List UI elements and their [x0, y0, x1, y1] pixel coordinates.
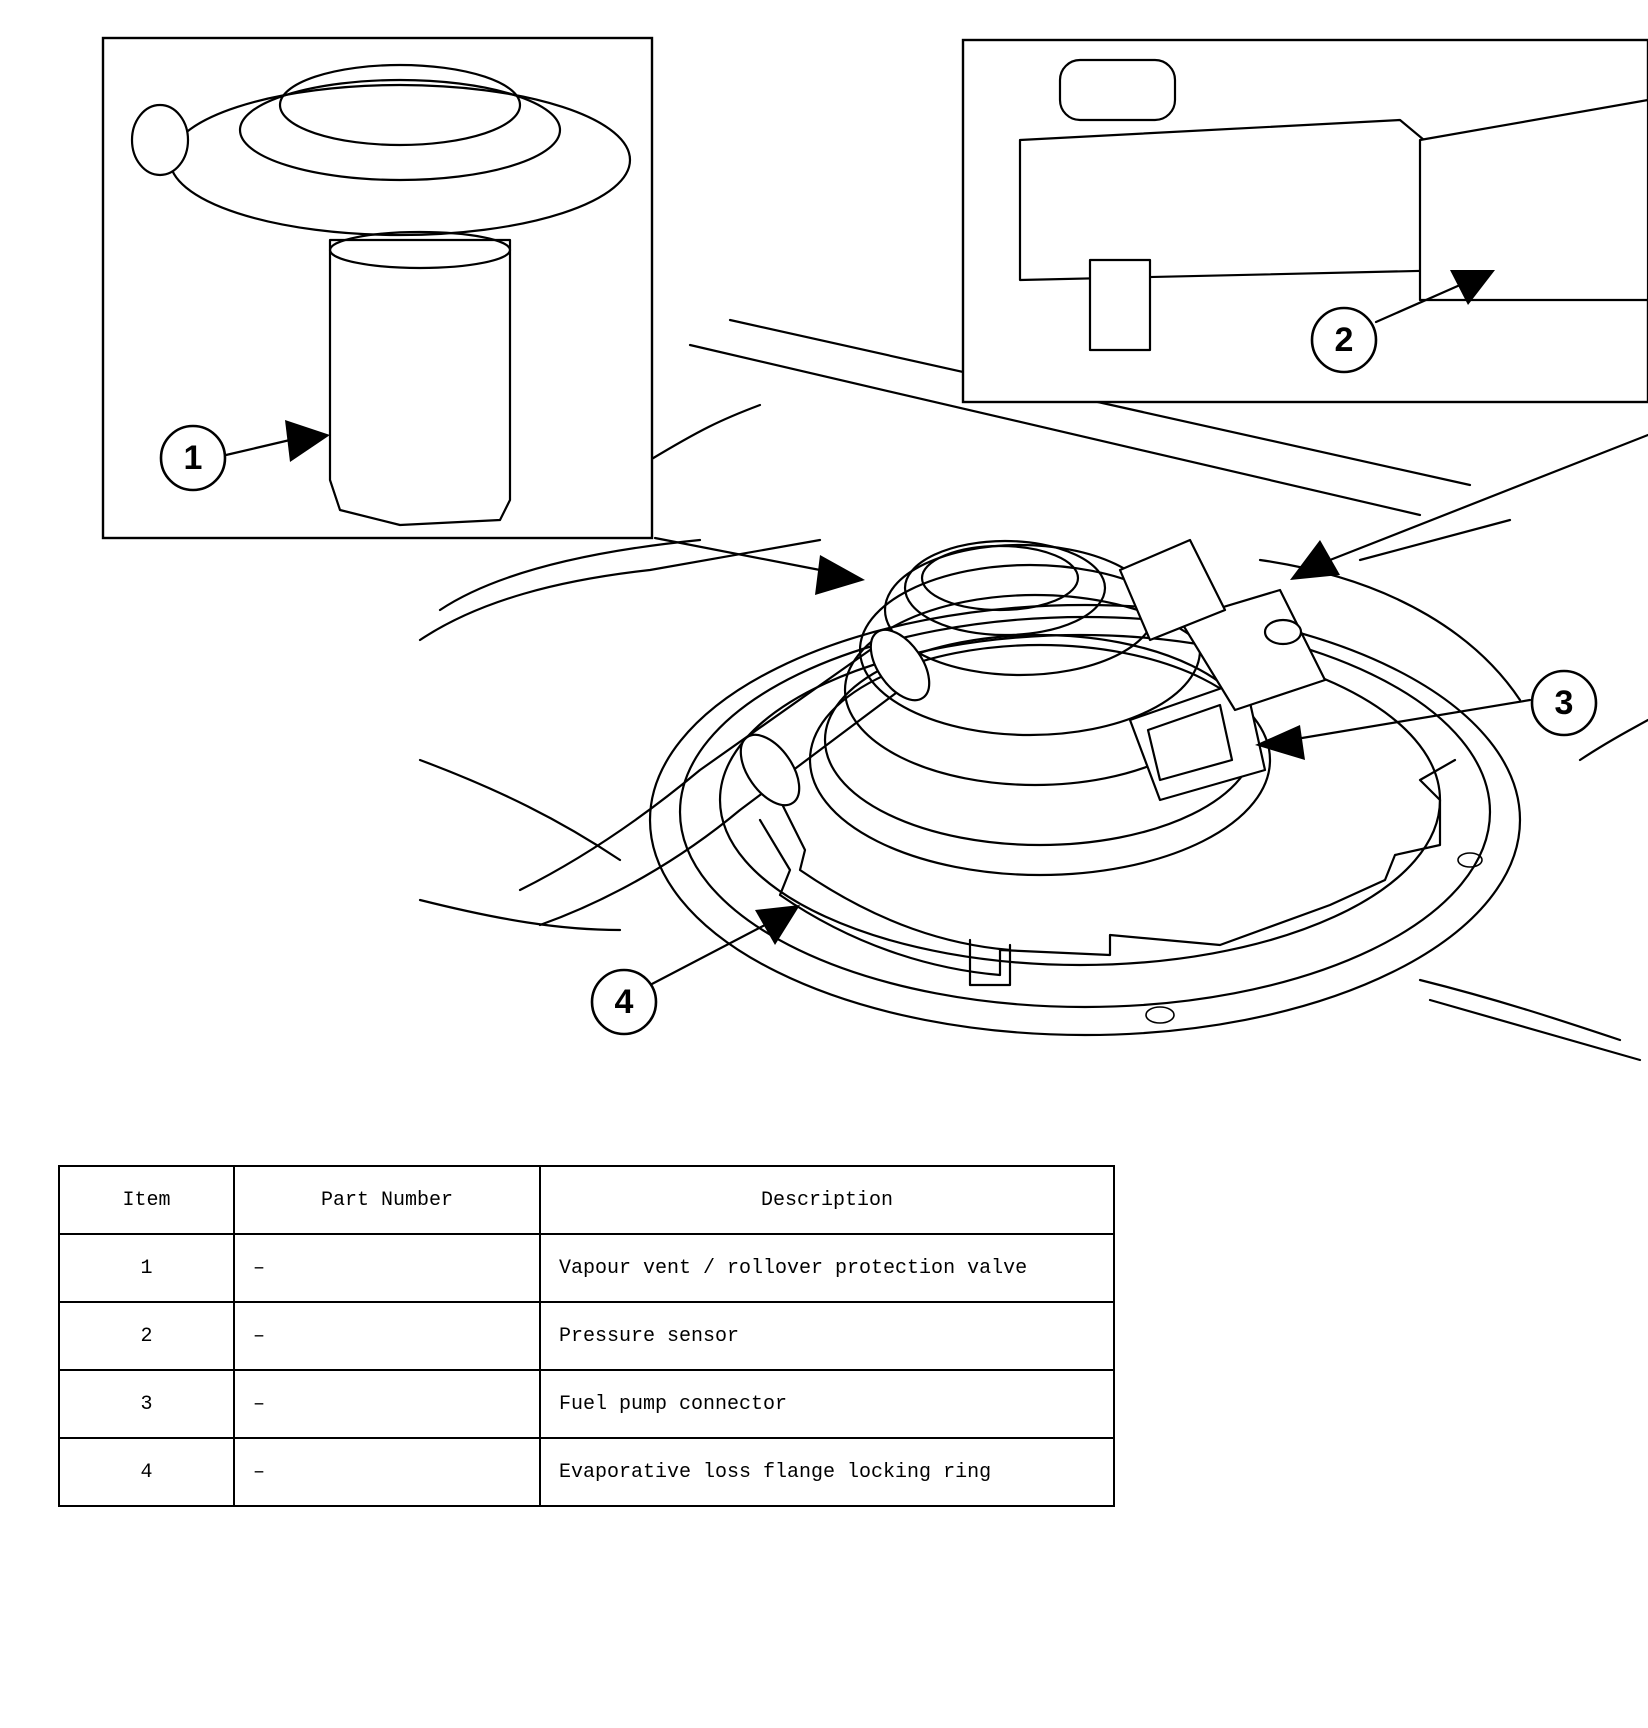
table-row: 3 – Fuel pump connector — [58, 1369, 1115, 1439]
inset-box-sensor — [961, 38, 1648, 404]
callout-1-label: 1 — [184, 439, 203, 477]
callout-4-label: 4 — [615, 983, 634, 1021]
part-number-cell: – — [233, 1369, 541, 1439]
header-part-number: Part Number — [233, 1165, 541, 1235]
description-cell: Vapour vent / rollover protection valve — [539, 1233, 1115, 1303]
fuel-tank-flange-diagram: 1 2 3 4 — [101, 36, 1648, 1062]
header-description: Description — [539, 1165, 1115, 1235]
fuel-hose — [518, 628, 931, 927]
locking-ring — [758, 758, 1457, 987]
item-cell: 1 — [58, 1233, 235, 1303]
description-cell: Pressure sensor — [539, 1301, 1115, 1371]
callout-1: 1 — [159, 424, 227, 492]
leader-lines — [224, 270, 1648, 987]
callout-3: 3 — [1530, 669, 1598, 737]
description-cell: Fuel pump connector — [539, 1369, 1115, 1439]
table-row: 2 – Pressure sensor — [58, 1301, 1115, 1371]
callout-4: 4 — [590, 968, 658, 1036]
table-row: 4 – Evaporative loss flange locking ring — [58, 1437, 1115, 1507]
table-header-row: Item Part Number Description — [58, 1165, 1115, 1235]
description-cell: Evaporative loss flange locking ring — [539, 1437, 1115, 1507]
table-row: 1 – Vapour vent / rollover protection va… — [58, 1233, 1115, 1303]
flange-plate — [648, 603, 1522, 1037]
callout-2: 2 — [1310, 306, 1378, 374]
item-cell: 3 — [58, 1369, 235, 1439]
parts-table: Item Part Number Description 1 – Vapour … — [58, 1165, 1115, 1507]
callout-3-label: 3 — [1555, 684, 1574, 722]
pump-connector — [1118, 538, 1327, 802]
item-cell: 4 — [58, 1437, 235, 1507]
header-item: Item — [58, 1165, 235, 1235]
item-cell: 2 — [58, 1301, 235, 1371]
part-number-cell: – — [233, 1301, 541, 1371]
part-number-cell: – — [233, 1437, 541, 1507]
part-number-cell: – — [233, 1233, 541, 1303]
callout-2-label: 2 — [1335, 321, 1354, 359]
